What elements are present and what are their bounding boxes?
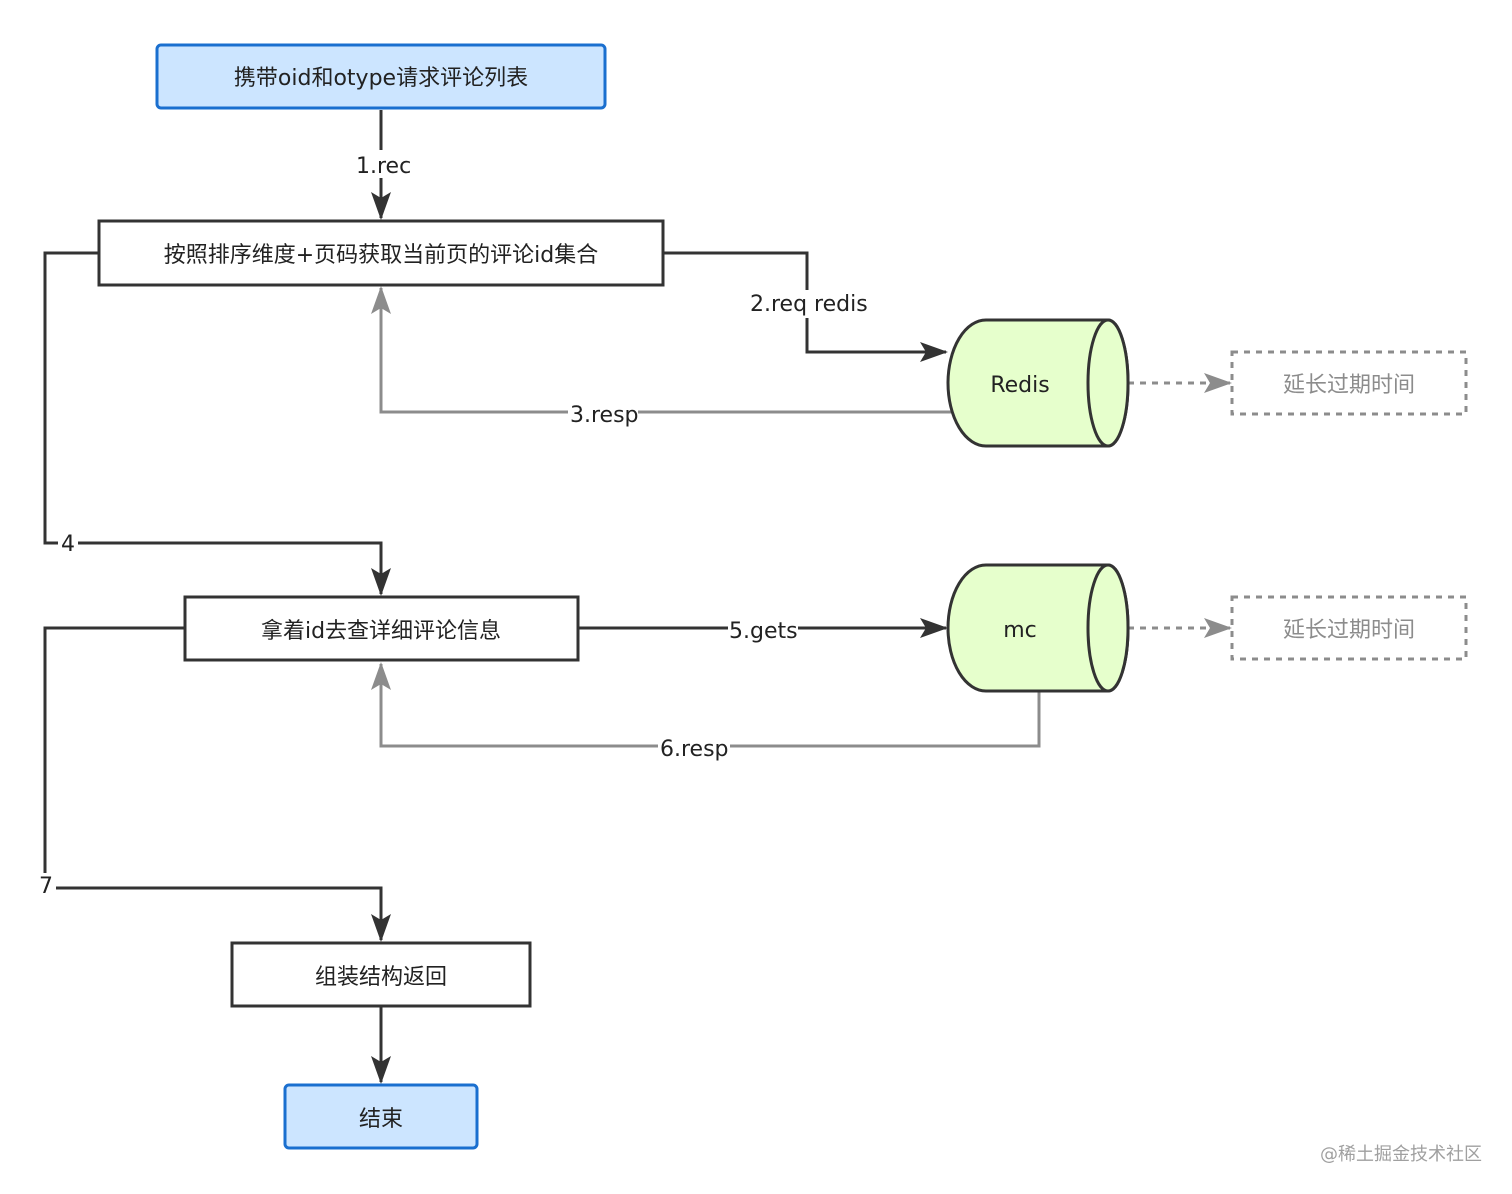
- fetch-ids-node: 按照排序维度+页码获取当前页的评论id集合: [97, 219, 665, 287]
- fetch-detail-node: 拿着id去查详细评论信息: [183, 595, 580, 662]
- end-node: 结束: [283, 1083, 479, 1150]
- redis-extend-label: 延长过期时间: [1283, 373, 1415, 398]
- edge-4-label: 4: [61, 532, 75, 557]
- mc-extend-label: 延长过期时间: [1283, 618, 1415, 643]
- watermark-text: @稀土掘金技术社区: [1320, 1144, 1482, 1165]
- redis-cache-label: Redis: [990, 373, 1049, 398]
- fetch-detail-node-label: 拿着id去查详细评论信息: [261, 618, 501, 644]
- edge-7-line: [43, 626, 391, 942]
- mc-extend-node: 延长过期时间: [1230, 595, 1468, 661]
- edge-3-label: 3.resp: [570, 403, 639, 428]
- edge-3-line: [371, 286, 951, 414]
- redis-cache-node: Redis: [946, 318, 1130, 448]
- redis-extend-node: 延长过期时间: [1230, 350, 1468, 416]
- assemble-node-label: 组装结构返回: [315, 965, 447, 990]
- start-node-label: 携带oid和otype请求评论列表: [234, 66, 528, 91]
- edge-4-line: [43, 251, 391, 596]
- end-node-label: 结束: [359, 1107, 403, 1132]
- start-node: 携带oid和otype请求评论列表: [155, 43, 607, 110]
- edge-1-label: 1.rec: [356, 154, 411, 179]
- mc-cache-label: mc: [1003, 618, 1037, 643]
- edge-6-label: 6.resp: [660, 737, 729, 762]
- edge-7-label: 7: [39, 874, 53, 899]
- fetch-ids-node-label: 按照排序维度+页码获取当前页的评论id集合: [164, 243, 599, 268]
- mc-cache-node: mc: [946, 563, 1130, 693]
- assemble-node: 组装结构返回: [230, 941, 532, 1008]
- edge-2-label: 2.req redis: [750, 292, 868, 317]
- edge-6-line: [371, 662, 1041, 748]
- edge-5-label: 5.gets: [729, 619, 798, 644]
